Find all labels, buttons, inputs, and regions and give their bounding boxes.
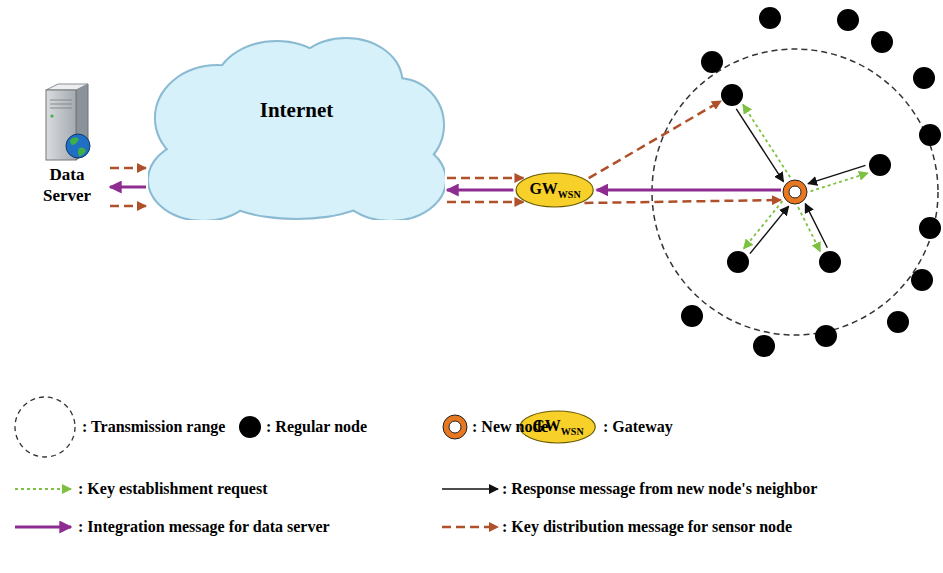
response-arrow: [750, 206, 789, 254]
regular-node: [815, 325, 837, 347]
key-distribution-arrow: [589, 101, 721, 178]
legend-text: : New node: [472, 418, 548, 436]
internet-cloud: Internet: [148, 30, 445, 220]
regular-node: [919, 124, 941, 146]
new-node-core: [449, 421, 461, 433]
subscript-label: WSN: [558, 189, 581, 200]
legend-text: : Gateway: [603, 418, 673, 436]
legend-line-sample: [15, 488, 71, 490]
legend-text: : Response message from new node's neigh…: [502, 480, 817, 498]
legend-text: : Regular node: [266, 418, 367, 436]
regular-node: [701, 51, 723, 73]
integration-arrow: [597, 189, 781, 192]
node-label: Data Server: [32, 164, 102, 206]
legend-text: : Key establishment request: [78, 480, 267, 498]
key-request-arrow: [744, 201, 783, 249]
regular-node: [819, 251, 841, 273]
regular-node: [759, 7, 781, 29]
legend-text: : Transmission range: [82, 418, 225, 436]
regular-node: [869, 154, 891, 176]
node-label: Internet: [260, 98, 333, 123]
label-group: GWWSN: [529, 180, 580, 200]
response-arrow: [736, 109, 783, 182]
regular-node: [871, 31, 893, 53]
subscript-label: WSN: [561, 426, 584, 437]
legend-text: : Integration message for data server: [78, 518, 330, 536]
regular-node: [681, 305, 703, 327]
node-label: GW: [529, 180, 557, 197]
server-node: Data Server: [26, 82, 108, 206]
legend-swatch: [239, 416, 261, 438]
integration-arrow: [110, 186, 146, 189]
legend-text: : Key distribution message for sensor no…: [502, 518, 792, 536]
key-distribution-arrow: [584, 200, 781, 203]
response-arrow: [808, 165, 865, 183]
new-node: [783, 180, 807, 204]
key-distribution-arrow: [447, 201, 523, 204]
regular-node: [887, 311, 909, 333]
integration-arrow: [447, 189, 513, 192]
regular-node: [753, 335, 775, 357]
regular-node: [727, 251, 749, 273]
regular-node: [913, 67, 935, 89]
key-request-arrow: [811, 173, 868, 191]
response-arrow: [805, 204, 827, 248]
cloud-shape: [148, 30, 445, 220]
regular-node: [721, 84, 743, 106]
key-request-arrow: [798, 207, 820, 251]
key-distribution-arrow: [110, 167, 146, 170]
legend-range-sample: [15, 397, 75, 457]
transmission-range: [652, 49, 938, 335]
legend-line-sample: [442, 526, 498, 529]
gateway-ellipse: GWWSN: [515, 172, 594, 208]
key-request-arrow: [743, 105, 790, 178]
regular-node: [911, 269, 933, 291]
legend-line-sample: [15, 526, 71, 529]
server-icon: [32, 82, 102, 164]
regular-node: [919, 217, 941, 239]
key-distribution-arrow: [110, 205, 146, 208]
legend-line-sample: [442, 488, 498, 489]
regular-node: [837, 9, 859, 31]
new-node: [443, 415, 467, 439]
new-node-core: [789, 186, 801, 198]
key-distribution-arrow: [447, 177, 523, 180]
